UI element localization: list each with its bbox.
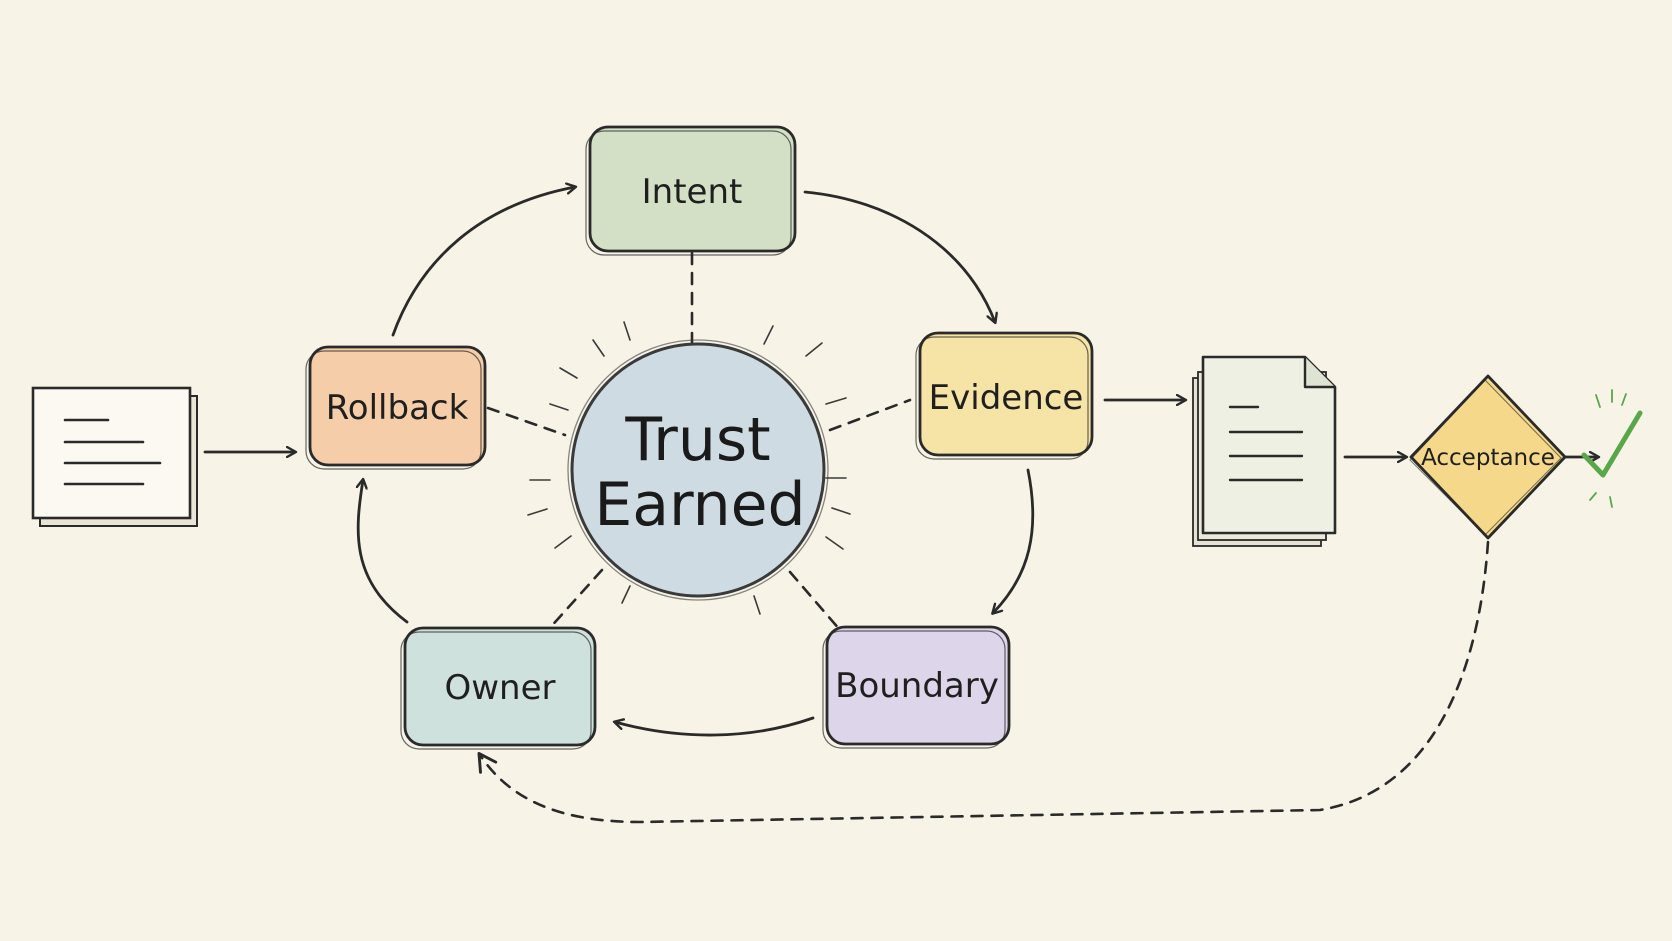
decision-acceptance: Acceptance [1409, 374, 1567, 540]
node-rollback-label: Rollback [326, 388, 469, 428]
node-intent: Intent [585, 125, 797, 256]
node-owner-label: Owner [444, 668, 555, 708]
flow-arrows [203, 400, 1598, 824]
spoke-rollback [486, 406, 567, 437]
arrow-rollback-to-intent [391, 187, 575, 337]
done-check [1581, 389, 1643, 508]
spoke-evidence [828, 398, 912, 432]
spoke-boundary [788, 570, 842, 632]
node-boundary-label: Boundary [835, 666, 999, 706]
center-trust-earned: Trust Earned [567, 339, 829, 601]
center-line-2: Earned [594, 470, 805, 540]
arrow-boundary-to-owner [615, 716, 815, 737]
arrow-intent-to-evidence [803, 190, 995, 322]
spoke-owner [546, 568, 604, 632]
arrow-acceptance-feedback-to-owner [477, 540, 1490, 824]
stacked-documents-icon [1192, 355, 1337, 547]
node-evidence: Evidence [915, 331, 1094, 460]
center-rays [527, 321, 851, 615]
node-owner: Owner [400, 626, 597, 750]
decision-acceptance-label: Acceptance [1421, 445, 1555, 471]
node-rollback: Rollback [305, 345, 487, 470]
checkmark-icon [1581, 410, 1643, 478]
input-document [31, 386, 198, 527]
center-line-1: Trust [624, 405, 770, 475]
output-documents [1192, 355, 1337, 547]
document-icon [31, 386, 192, 520]
arrow-owner-to-rollback [358, 480, 409, 624]
spokes [486, 251, 912, 632]
node-evidence-label: Evidence [929, 378, 1084, 418]
cycle-arrows [358, 187, 1035, 737]
node-intent-label: Intent [642, 172, 743, 212]
arrow-evidence-to-boundary [993, 468, 1035, 613]
node-boundary: Boundary [822, 625, 1011, 749]
